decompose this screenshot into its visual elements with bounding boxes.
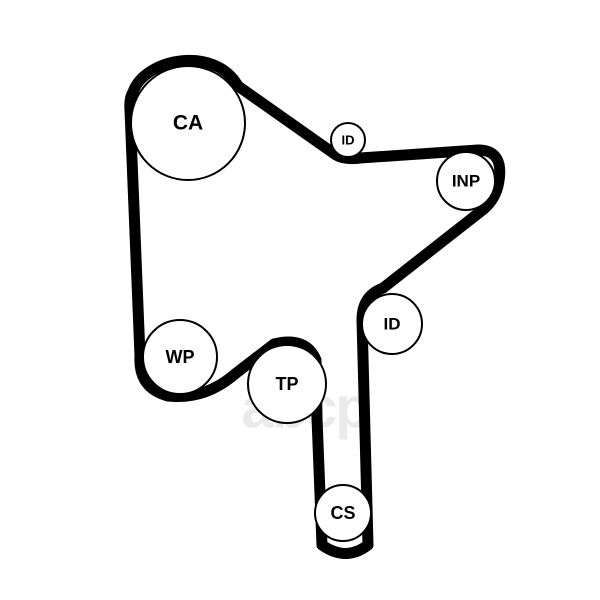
- tp-pulley: TP: [247, 344, 327, 424]
- cs-pulley: CS: [314, 484, 372, 542]
- wp-label: WP: [166, 347, 195, 367]
- tp-label: TP: [275, 374, 298, 394]
- id-mid-pulley-circle: [361, 293, 423, 355]
- id-top-label: ID: [342, 133, 355, 148]
- cs-pulley-circle: [314, 484, 372, 542]
- tp-pulley-circle: [247, 344, 327, 424]
- id-top-pulley-circle: [330, 122, 366, 158]
- wp-pulley-circle: [142, 319, 218, 395]
- ca-label: CA: [173, 112, 203, 135]
- inp-pulley: INP: [436, 151, 496, 211]
- wp-pulley: WP: [142, 319, 218, 395]
- ca-pulley-circle: [130, 65, 246, 181]
- id-top-pulley: ID: [330, 122, 366, 158]
- ca-pulley: CA: [130, 65, 246, 181]
- cs-label: CS: [330, 503, 355, 523]
- inp-pulley-circle: [436, 151, 496, 211]
- id-mid-label: ID: [384, 315, 401, 334]
- inp-label: INP: [452, 172, 480, 191]
- id-mid-pulley: ID: [361, 293, 423, 355]
